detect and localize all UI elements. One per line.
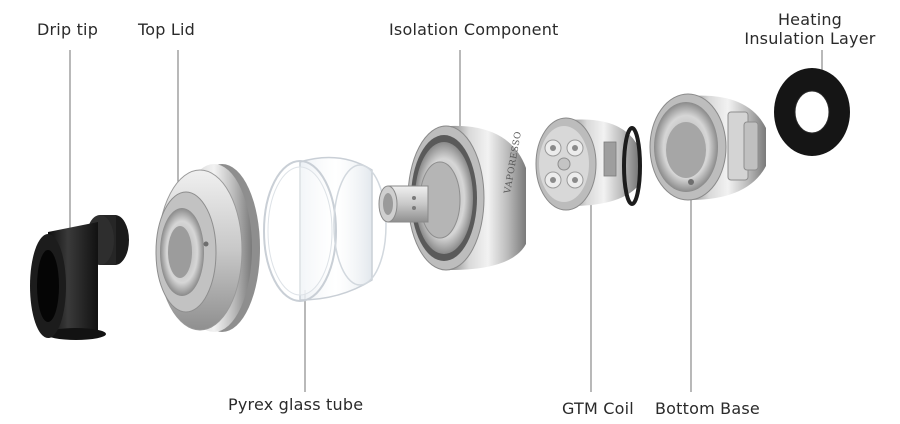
heating-insulation-layer-part	[774, 68, 850, 156]
bottom-base-part	[649, 93, 766, 201]
label-top-lid: Top Lid	[138, 20, 196, 39]
label-heating-line2: Insulation Layer	[744, 29, 876, 48]
gtm-coil-part	[535, 117, 642, 211]
label-gtm-coil: GTM Coil	[562, 399, 634, 418]
label-drip-tip: Drip tip	[37, 20, 99, 39]
label-heating-insulation-layer: Heating Insulation Layer	[730, 10, 890, 48]
leader-lines	[69, 50, 823, 392]
pyrex-glass-tube-part	[263, 156, 387, 302]
label-pyrex-glass-tube: Pyrex glass tube	[228, 395, 364, 414]
label-bottom-base: Bottom Base	[655, 399, 760, 418]
isolation-component-part: VAPORESSO	[378, 125, 526, 271]
label-isolation-component: Isolation Component	[389, 20, 559, 39]
label-heating-line1: Heating	[777, 10, 843, 29]
drip-tip-part	[30, 215, 129, 340]
top-lid-part	[155, 164, 260, 332]
